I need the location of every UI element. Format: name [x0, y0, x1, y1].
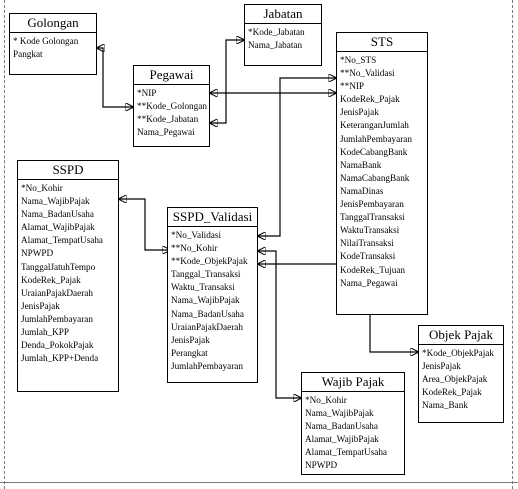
field-item: UraianPajakDaerah	[21, 287, 93, 298]
field-item: Alamat_TempatUsaha	[305, 447, 388, 458]
frame-left-edge	[4, 0, 5, 489]
field-item: Alamat_WajibPajak	[21, 222, 95, 233]
entity-pegawai: Pegawai *NIP **Kode_Golongan **Kode_Jaba…	[133, 65, 210, 147]
entity-wajib-pajak-fields: *No_Kohir Nama_WajibPajak Nama_BadanUsah…	[302, 392, 404, 473]
entity-sspd-validasi-fields: *No_Validasi **No_Kohir **Kode_ObjekPaja…	[168, 227, 257, 373]
field-item: Nama_WajibPajak	[21, 196, 90, 207]
entity-objek-pajak-title: Objek Pajak	[419, 326, 503, 345]
entity-golongan-title: Golongan	[10, 14, 96, 33]
field-item: Jumlah_KPP	[21, 327, 69, 338]
link-sspdvalidasi-wajibpajak	[258, 251, 301, 398]
entity-sts: STS *No_STS **No_Validasi **NIP KodeRek_…	[336, 32, 428, 315]
field-item: Alamat_TempatUsaha	[21, 235, 104, 246]
field-item: TanggalJatuhTempo	[21, 261, 96, 272]
entity-jabatan-title: Jabatan	[245, 5, 321, 24]
field-item: JenisPajak	[340, 107, 379, 118]
field-item: Nama_Jabatan	[248, 40, 303, 51]
field-item: KodeRek_Tujuan	[340, 264, 405, 275]
frame-bottom-edge	[0, 482, 518, 483]
field-item: Jumlah_KPP+Denda	[21, 353, 99, 364]
field-item: Nama_BadanUsaha	[21, 209, 94, 220]
field-item: Tanggal_Transaksi	[171, 269, 241, 280]
link-jabatan-pegawai	[210, 40, 244, 123]
entity-pegawai-title: Pegawai	[134, 66, 209, 85]
field-item: NamaCabangBank	[340, 172, 410, 183]
field-item: JenisPajak	[171, 334, 210, 345]
entity-sspd-title: SSPD	[18, 161, 118, 180]
field-item: KeteranganJumlah	[340, 120, 409, 131]
field-item: *NIP	[137, 88, 157, 98]
field-item: NamaBank	[340, 159, 382, 170]
field-item: Nama_WajibPajak	[171, 295, 240, 306]
field-item: KodeRek_Pajak	[340, 94, 400, 105]
field-item: *Kode_Jabatan	[248, 27, 305, 37]
entity-sspd-validasi: SSPD_Validasi *No_Validasi **No_Kohir **…	[167, 207, 258, 383]
field-item: Nama_BadanUsaha	[305, 421, 378, 432]
link-sspdvalidasi-sts	[258, 78, 336, 236]
entity-sspd-fields: *No_Kohir Nama_WajibPajak Nama_BadanUsah…	[18, 180, 118, 365]
link-sspd-sspdvalidasi	[119, 199, 170, 250]
field-item: NamaDinas	[340, 185, 384, 196]
field-item: *No_Kohir	[21, 183, 63, 193]
field-item: *Kode_ObjekPajak	[422, 348, 494, 358]
frame-right-edge	[512, 0, 513, 489]
field-item: Nama_WajibPajak	[305, 408, 374, 419]
entity-jabatan-fields: *Kode_Jabatan Nama_Jabatan	[245, 24, 321, 52]
entity-golongan: Golongan * Kode Golongan Pangkat	[9, 13, 97, 75]
field-item: Nama_Pegawai	[137, 127, 195, 138]
field-item: KodeRek_Pajak	[21, 274, 81, 285]
field-item: **Kode_Jabatan	[137, 114, 199, 125]
entity-wajib-pajak: Wajib Pajak *No_Kohir Nama_WajibPajak Na…	[301, 372, 405, 475]
entity-sts-fields: *No_STS **No_Validasi **NIP KodeRek_Paja…	[337, 52, 427, 290]
field-item: JenisPajak	[21, 300, 60, 311]
field-item: **No_Kohir	[171, 243, 218, 254]
field-item: WaktuTransaksi	[340, 225, 400, 236]
field-item: Waktu_Transaksi	[171, 282, 235, 293]
field-item: KodeTransaksi	[340, 251, 396, 262]
field-item: Nama_Pegawai	[340, 277, 398, 288]
field-item: *No_Kohir	[305, 395, 347, 405]
field-item: NilaiTransaksi	[340, 238, 394, 249]
entity-sspd: SSPD *No_Kohir Nama_WajibPajak Nama_Bada…	[17, 160, 119, 392]
field-item: *No_Validasi	[171, 230, 222, 240]
field-item: JumlahPembayaran	[171, 360, 243, 371]
field-item: JenisPembayaran	[340, 199, 404, 210]
field-item: NPWPD	[21, 248, 54, 259]
field-item: **NIP	[340, 81, 364, 92]
field-item: KodeCabangBank	[340, 146, 408, 157]
field-item: Alamat_WajibPajak	[305, 434, 379, 445]
field-item: NPWPD	[305, 460, 338, 471]
entity-objek-pajak-fields: *Kode_ObjekPajak JenisPajak Area_ObjekPa…	[419, 345, 503, 412]
link-golongan-pegawai	[97, 48, 133, 107]
field-item: **Kode_Golongan	[137, 101, 207, 112]
entity-golongan-fields: * Kode Golongan Pangkat	[10, 33, 96, 61]
field-item: JumlahPembayaran	[340, 133, 412, 144]
field-item: UraianPajakDaerah	[171, 321, 243, 332]
entity-sspd-validasi-title: SSPD_Validasi	[168, 208, 257, 227]
field-item: Pangkat	[13, 49, 43, 60]
entity-jabatan: Jabatan *Kode_Jabatan Nama_Jabatan	[244, 4, 322, 66]
field-item: KodeRek_Pajak	[422, 387, 482, 398]
field-item: Perangkat	[171, 347, 208, 358]
entity-wajib-pajak-title: Wajib Pajak	[302, 373, 404, 392]
entity-sts-title: STS	[337, 33, 427, 52]
field-item: Denda_PokokPajak	[21, 340, 94, 351]
field-item: **Kode_ObjekPajak	[171, 256, 248, 267]
field-item: Area_ObjekPajak	[422, 374, 488, 385]
field-item: JenisPajak	[422, 361, 461, 372]
field-item: TanggalTransaksi	[340, 212, 405, 223]
field-item: Nama_Bank	[422, 400, 468, 411]
field-item: **No_Validasi	[340, 68, 395, 79]
entity-pegawai-fields: *NIP **Kode_Golongan **Kode_Jabatan Nama…	[134, 85, 209, 139]
field-item: JumlahPembayaran	[21, 313, 93, 324]
field-item: *No_STS	[340, 55, 377, 65]
field-item: Nama_BadanUsaha	[171, 308, 244, 319]
field-item: * Kode Golongan	[13, 36, 79, 46]
entity-objek-pajak: Objek Pajak *Kode_ObjekPajak JenisPajak …	[418, 325, 504, 423]
